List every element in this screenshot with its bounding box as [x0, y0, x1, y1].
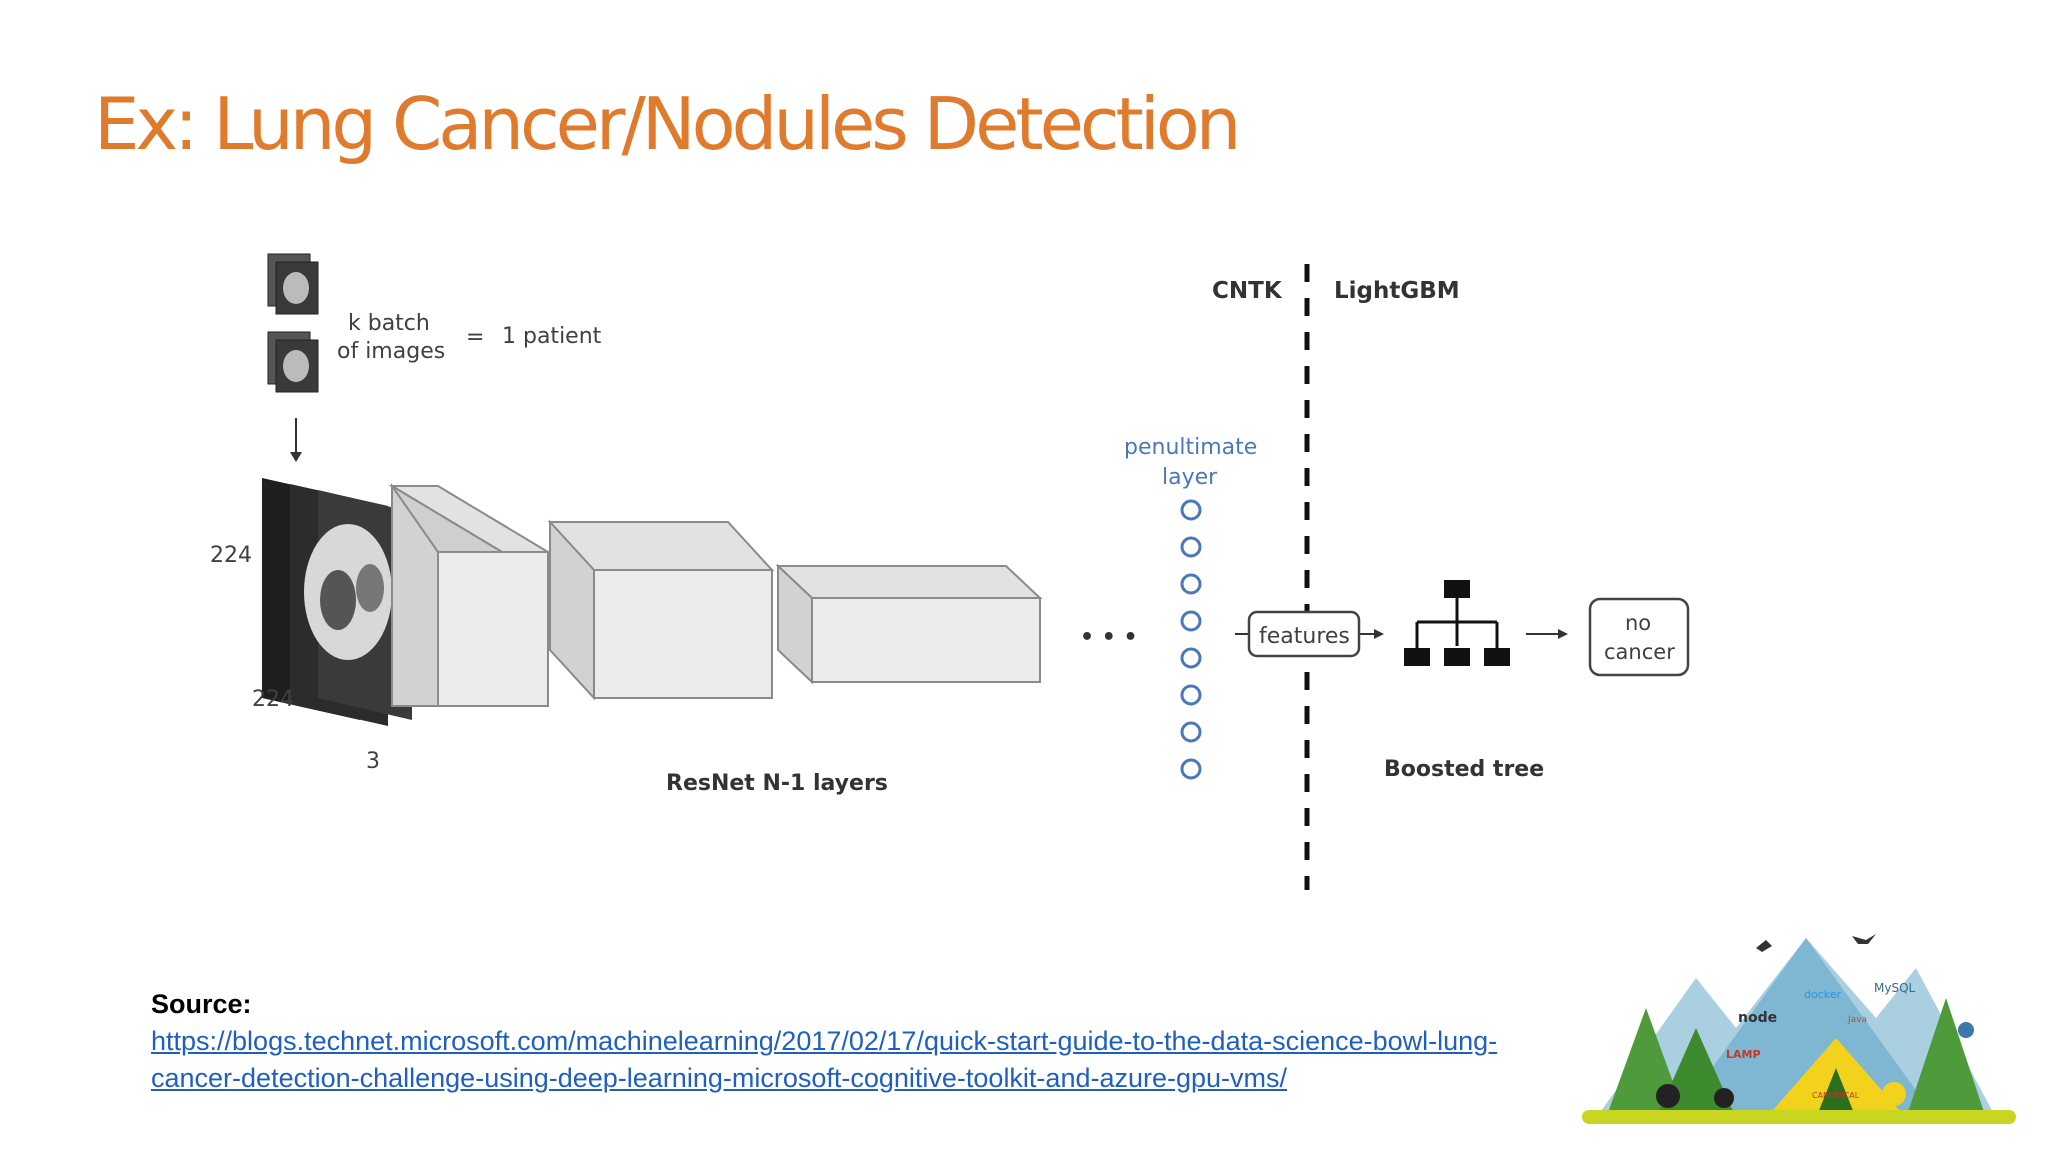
- penguin-icon: [1656, 1084, 1680, 1108]
- ellipsis: • • •: [1080, 625, 1138, 650]
- patient-label: 1 patient: [502, 324, 602, 349]
- neuron-node: [1180, 647, 1202, 669]
- resnet-block-3: [775, 563, 1043, 685]
- mysql-logo-text: MySQL: [1874, 981, 1916, 995]
- neuron-node: [1180, 758, 1202, 780]
- resnet-label: ResNet N-1 layers: [666, 771, 888, 796]
- ct-scan-input: [262, 478, 412, 726]
- source-link[interactable]: https://blogs.technet.microsoft.com/mach…: [151, 1026, 1498, 1093]
- bird-icon: [1756, 940, 1772, 952]
- batch-label-line1: k batch: [348, 311, 430, 336]
- penultimate-label-line2: layer: [1162, 465, 1218, 490]
- slide-title: Ex: Lung Cancer/Nodules Detection: [94, 82, 1241, 166]
- penultimate-label-line1: penultimate: [1124, 435, 1257, 460]
- dim-channels: 3: [366, 749, 380, 774]
- batch-label-line2: of images: [337, 339, 445, 364]
- output-label-line1: no: [1625, 611, 1651, 635]
- features-label: features: [1259, 624, 1350, 649]
- neuron-node: [1180, 721, 1202, 743]
- neuron-node: [1180, 610, 1202, 632]
- java-logo-text: Java: [1847, 1015, 1867, 1025]
- cntk-label: CNTK: [1212, 278, 1283, 304]
- equals-sign: =: [466, 325, 484, 350]
- open-source-mountain-logo: docker MySQL node Java LAMP CANONICAL: [1582, 934, 2016, 1124]
- decision-tree-icon: [1404, 580, 1510, 666]
- bird-icon: [1852, 934, 1876, 944]
- source-citation: Source: https://blogs.technet.microsoft.…: [151, 986, 1551, 1097]
- github-octocat-icon: [1714, 1088, 1734, 1108]
- canonical-logo-text: CANONICAL: [1812, 1091, 1860, 1100]
- lamp-logo-text: LAMP: [1726, 1048, 1761, 1061]
- python-icon: [1958, 1022, 1974, 1038]
- image-batch-stack: [267, 253, 319, 393]
- features-box: [1247, 610, 1361, 658]
- neuron-node: [1180, 536, 1202, 558]
- source-label: Source:: [151, 989, 252, 1019]
- boosted-tree-label: Boosted tree: [1384, 757, 1544, 782]
- dim-width: 224: [252, 687, 294, 712]
- dim-height: 224: [210, 543, 252, 568]
- resnet-block-1: [388, 482, 552, 707]
- resnet-block-2: [547, 519, 775, 701]
- hadoop-elephant-icon: [1882, 1082, 1906, 1106]
- neuron-node: [1180, 499, 1202, 521]
- neuron-node: [1180, 684, 1202, 706]
- neuron-node: [1180, 573, 1202, 595]
- lightgbm-label: LightGBM: [1334, 278, 1460, 304]
- output-box: [1588, 597, 1690, 677]
- docker-logo-text: docker: [1804, 988, 1842, 1001]
- penultimate-nodes: [1180, 499, 1202, 780]
- node-logo-text: node: [1738, 1010, 1777, 1026]
- output-label-line2: cancer: [1604, 640, 1675, 664]
